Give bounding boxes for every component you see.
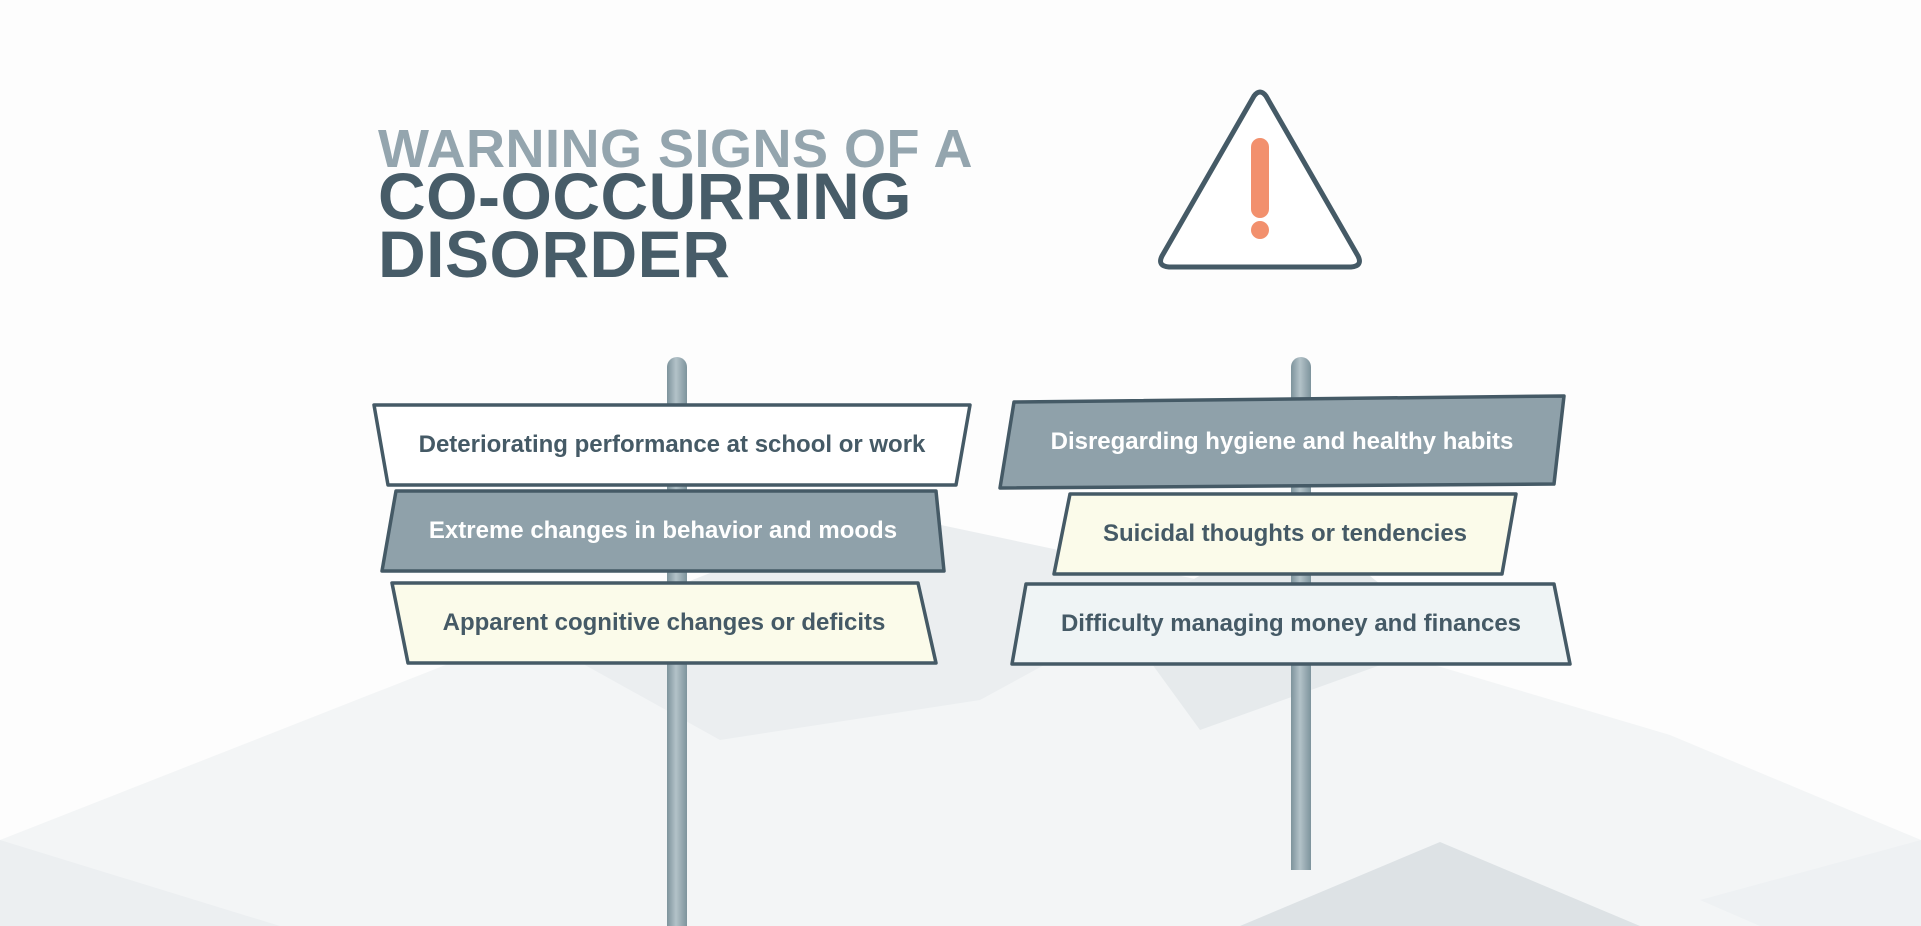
- sign-label: Apparent cognitive changes or deficits: [442, 609, 886, 636]
- sign-board: [1052, 492, 1518, 576]
- sign-label: Extreme changes in behavior and moods: [428, 517, 898, 544]
- warning-triangle-icon: [1158, 89, 1362, 270]
- sign-label: Difficulty managing money and finances: [1060, 610, 1522, 637]
- sign-label: Deteriorating performance at school or w…: [418, 431, 926, 458]
- sign-right-2: Suicidal thoughts or tendencies: [1052, 492, 1518, 576]
- sign-right-1: Disregarding hygiene and healthy habits: [998, 394, 1566, 490]
- sign-left-3: Apparent cognitive changes or deficits: [390, 581, 938, 665]
- sign-label: Suicidal thoughts or tendencies: [1102, 520, 1468, 547]
- title-line-3: DISORDER: [378, 217, 731, 291]
- sign-left-2: Extreme changes in behavior and moods: [380, 489, 946, 573]
- sign-board: [390, 581, 938, 665]
- title-line-2: CO-OCCURRING: [378, 159, 912, 233]
- sign-label: Disregarding hygiene and healthy habits: [1050, 428, 1514, 455]
- title-line-1: WARNING SIGNS OF A: [378, 119, 974, 179]
- sign-right-3: Difficulty managing money and finances: [1010, 582, 1572, 666]
- sign-board: [1010, 582, 1572, 666]
- sign-board: [998, 394, 1566, 490]
- sign-board: [372, 403, 972, 487]
- sign-board: [380, 489, 946, 573]
- sign-left-1: Deteriorating performance at school or w…: [372, 403, 972, 487]
